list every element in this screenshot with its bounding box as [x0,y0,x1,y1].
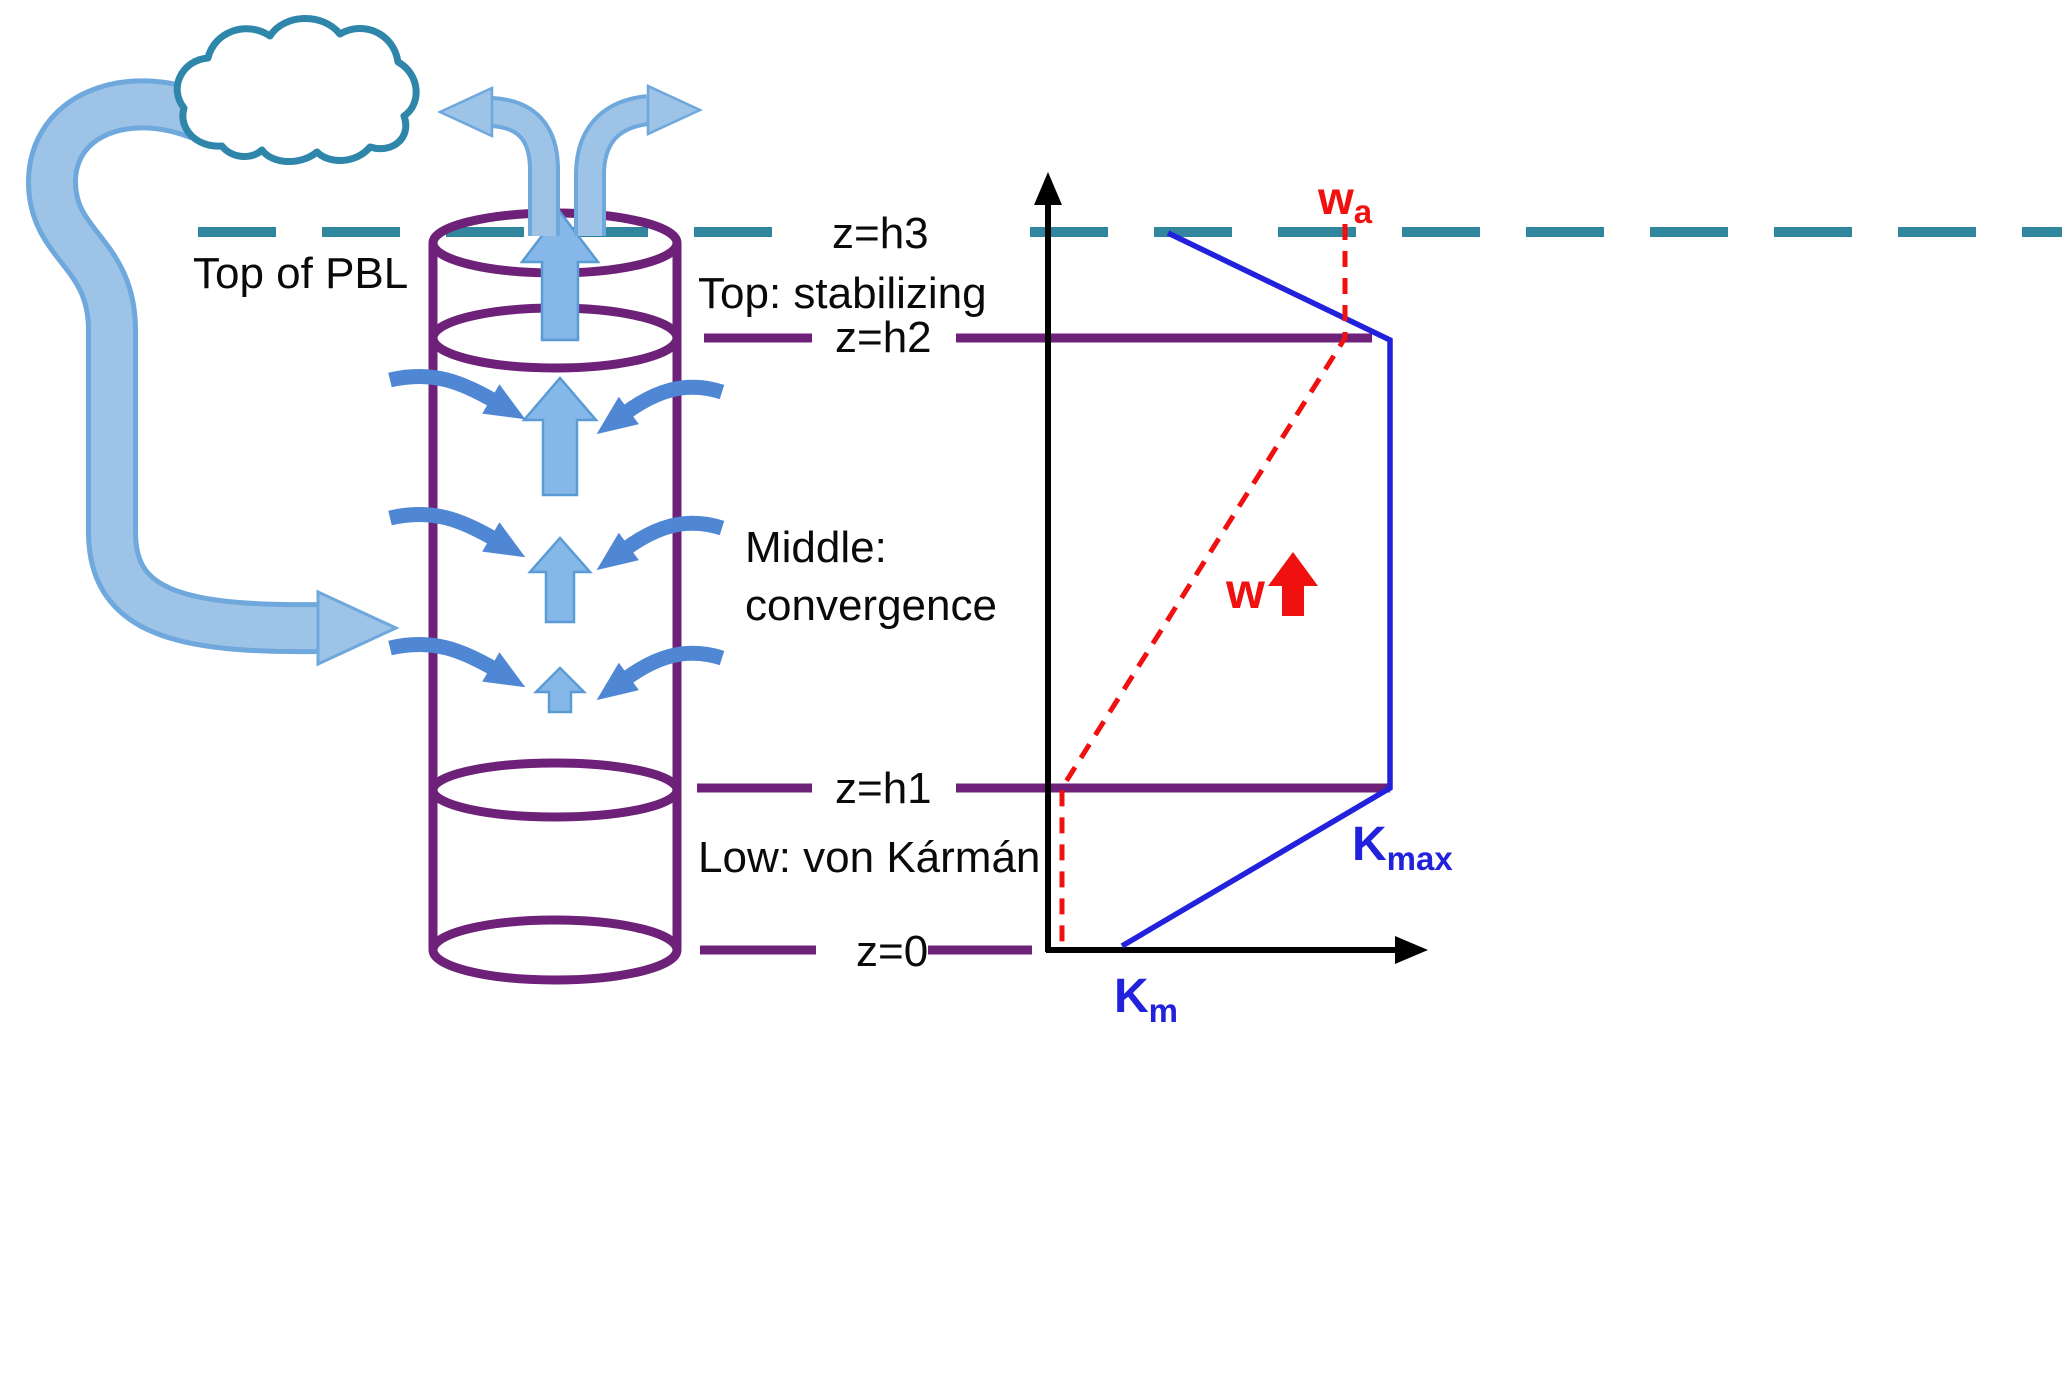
label-convergence: convergence [745,581,997,630]
profile-graph-axes [1034,172,1428,964]
label-z-h1: z=h1 [835,764,932,813]
cylinder-bottom-ellipse [428,915,682,985]
level-lines [697,333,1390,955]
convergence-arrow-left-2-icon [388,506,526,558]
label-w-a: wa [1317,172,1373,230]
label-top-stabilizing: Top: stabilizing [698,269,987,318]
convergence-arrow-left-3-icon [388,636,526,688]
label-k-m: Km [1114,970,1178,1029]
z-axis-arrowhead-icon [1034,172,1062,205]
detrain-right-arrowhead-icon [646,84,703,136]
detrainment-arrows [437,84,703,236]
label-z-h3: z=h3 [832,209,929,258]
updraft-arrow-medium-icon [527,536,593,624]
updraft-arrows [519,209,601,714]
updraft-exit-arrow-icon [519,209,601,342]
w-profile-line [1059,224,1348,948]
detrain-right-fill [578,98,650,236]
detrain-left-arrowhead-icon [437,86,494,138]
updraft-arrow-small-icon [532,666,588,714]
k-axis-arrowhead-icon [1395,936,1428,964]
label-top-of-pbl: Top of PBL [193,249,408,298]
w-up-arrow-icon [1268,552,1318,616]
cylinder-h1-ellipse [428,758,682,822]
label-z-h2: z=h2 [835,313,932,362]
detrain-left-fill [490,100,556,236]
convergence-arrow-left-1-icon [388,368,526,420]
inflow-band-arrow-icon [25,78,400,667]
label-low-von-karman: Low: von Kármán [698,833,1040,882]
convergence-arrows [388,368,725,701]
label-z-0: z=0 [856,927,928,976]
inflow-band-fill [30,83,323,650]
k-profile-line [1120,230,1393,949]
label-middle: Middle: [745,523,887,572]
label-k-max: Kmax [1352,818,1453,877]
cloud-icon [173,15,420,166]
updraft-arrow-large-icon [521,376,599,497]
convergence-arrow-right-1-icon [596,379,725,435]
inflow-band-arrowhead [316,589,400,667]
convergence-arrow-right-3-icon [596,645,725,701]
label-w: w [1225,563,1265,619]
convergence-arrow-right-2-icon [596,515,725,571]
